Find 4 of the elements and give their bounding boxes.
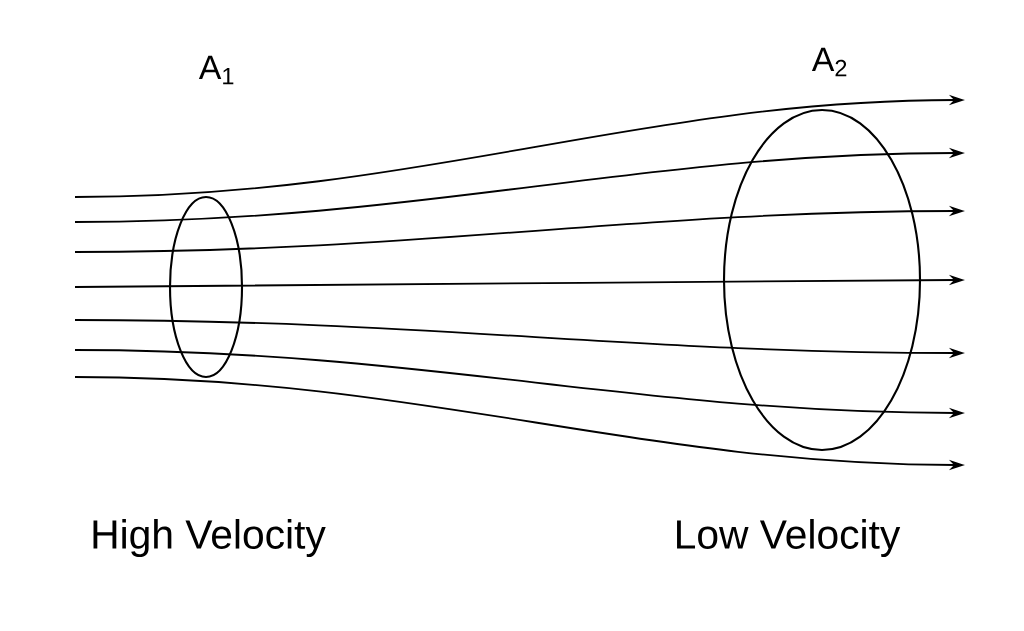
area-label: A$_{1}$ — [198, 55, 234, 85]
velocity-label: Low Velocity — [677, 519, 901, 557]
velocity-label: High Velocity — [93, 519, 326, 557]
area-label: A$_{2}$ — [811, 47, 847, 77]
